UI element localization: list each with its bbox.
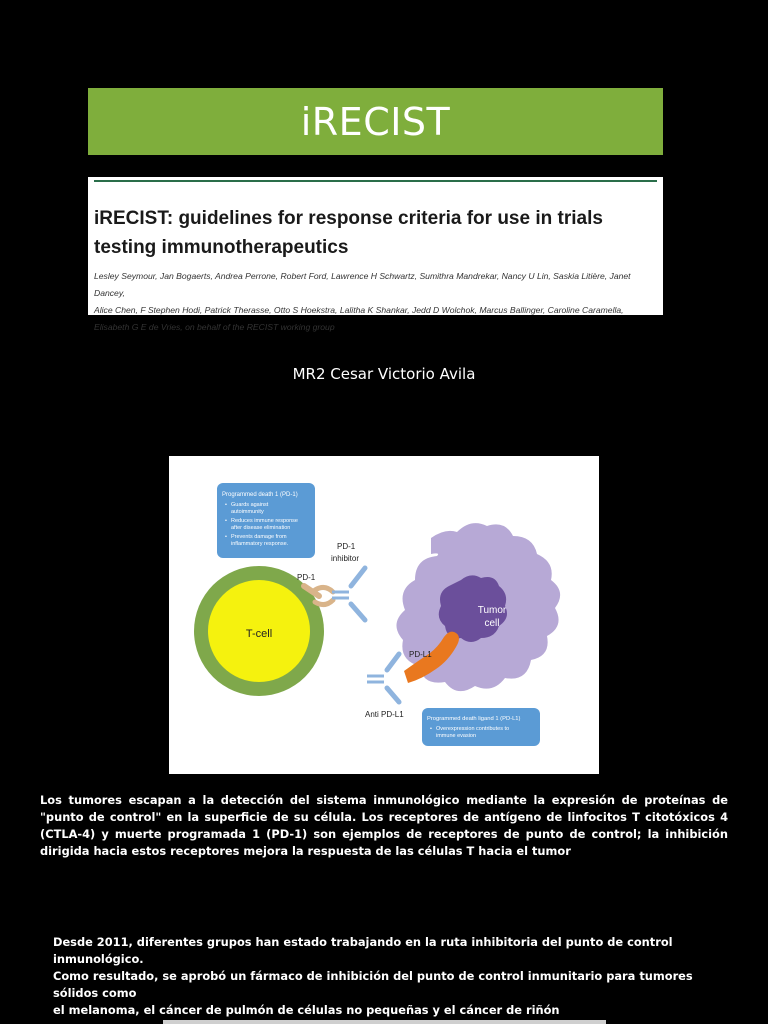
paper-title-line-2: testing immunotherapeutics: [94, 237, 349, 258]
paragraph-history-line-3: el melanoma, el cáncer de pulmón de célu…: [53, 1003, 560, 1017]
pd1-bullet-1: Guards against: [231, 502, 269, 508]
pd1-bullet-3b: inflammatory response.: [231, 541, 289, 547]
next-image-edge: [163, 1020, 606, 1024]
pd1-info-box: Programmed death 1 (PD-1) • Guards again…: [217, 483, 315, 558]
pd1-bullet-3: Prevents damage from: [231, 534, 287, 540]
pd1-receptor: PD-1: [297, 573, 336, 608]
paper-title-line-1: iRECIST: guidelines for response criteri…: [94, 208, 603, 229]
paragraph-history: Desde 2011, diferentes grupos han estado…: [53, 934, 723, 1019]
pdl1-label: PD-L1: [409, 650, 432, 659]
pd1-inhibitor-label-1: PD-1: [337, 542, 356, 551]
anti-pdl1-label: Anti PD-L1: [365, 710, 404, 719]
paper-title: iRECIST: guidelines for response criteri…: [94, 204, 657, 262]
pdl1-bullet-1: Overexpression contributes to: [436, 726, 509, 732]
t-cell: T-cell: [194, 566, 324, 696]
paper-header-image: iRECIST: guidelines for response criteri…: [88, 177, 663, 332]
svg-text:•: •: [225, 518, 227, 524]
authors-line-2: Alice Chen, F Stephen Hodi, Patrick Ther…: [94, 305, 624, 315]
pd1-inhibitor-antibody: PD-1 inhibitor: [331, 542, 368, 623]
paragraph-checkpoint: Los tumores escapan a la detección del s…: [40, 793, 728, 858]
pdl1-box-title: Programmed death ligand 1 (PD-L1): [427, 716, 521, 722]
tumor-label-2: cell: [484, 618, 499, 629]
anti-pdl1-antibody: Anti PD-L1: [365, 651, 404, 719]
presenter-name: MR2 Cesar Victorio Avila: [292, 365, 476, 383]
pd1-bullet-1b: autoimmunity: [231, 509, 264, 515]
paper-authors: Lesley Seymour, Jan Bogaerts, Andrea Per…: [94, 268, 657, 336]
pd1-label: PD-1: [297, 573, 316, 582]
pd1-box-title: Programmed death 1 (PD-1): [222, 492, 298, 498]
svg-text:•: •: [225, 534, 227, 540]
paragraph-history-line-1: Desde 2011, diferentes grupos han estado…: [53, 935, 673, 966]
paragraph-history-line-2: Como resultado, se aprobó un fármaco de …: [53, 969, 693, 1000]
pd1-bullet-2b: after disease elimination: [231, 525, 290, 531]
header-rule: [94, 180, 657, 182]
svg-text:•: •: [430, 726, 432, 732]
pdl1-bullet-1b: immune evasion: [436, 733, 476, 739]
pdl1-info-box: Programmed death ligand 1 (PD-L1) • Over…: [422, 708, 540, 746]
tumor-label-1: Tumor: [478, 605, 507, 616]
pd1-bullet-2: Reduces immune response: [231, 518, 298, 524]
authors-line-1: Lesley Seymour, Jan Bogaerts, Andrea Per…: [94, 271, 631, 298]
svg-text:•: •: [225, 502, 227, 508]
pd1-pdl1-diagram: Programmed death 1 (PD-1) • Guards again…: [169, 456, 599, 774]
authors-line-3: Elisabeth G E de Vries, on behalf of the…: [94, 322, 335, 332]
pd1-inhibitor-label-2: inhibitor: [331, 554, 359, 563]
pdl1-ligand: PD-L1: [404, 631, 459, 683]
tcell-label: T-cell: [246, 628, 272, 640]
slide-title: iRECIST: [88, 88, 663, 155]
